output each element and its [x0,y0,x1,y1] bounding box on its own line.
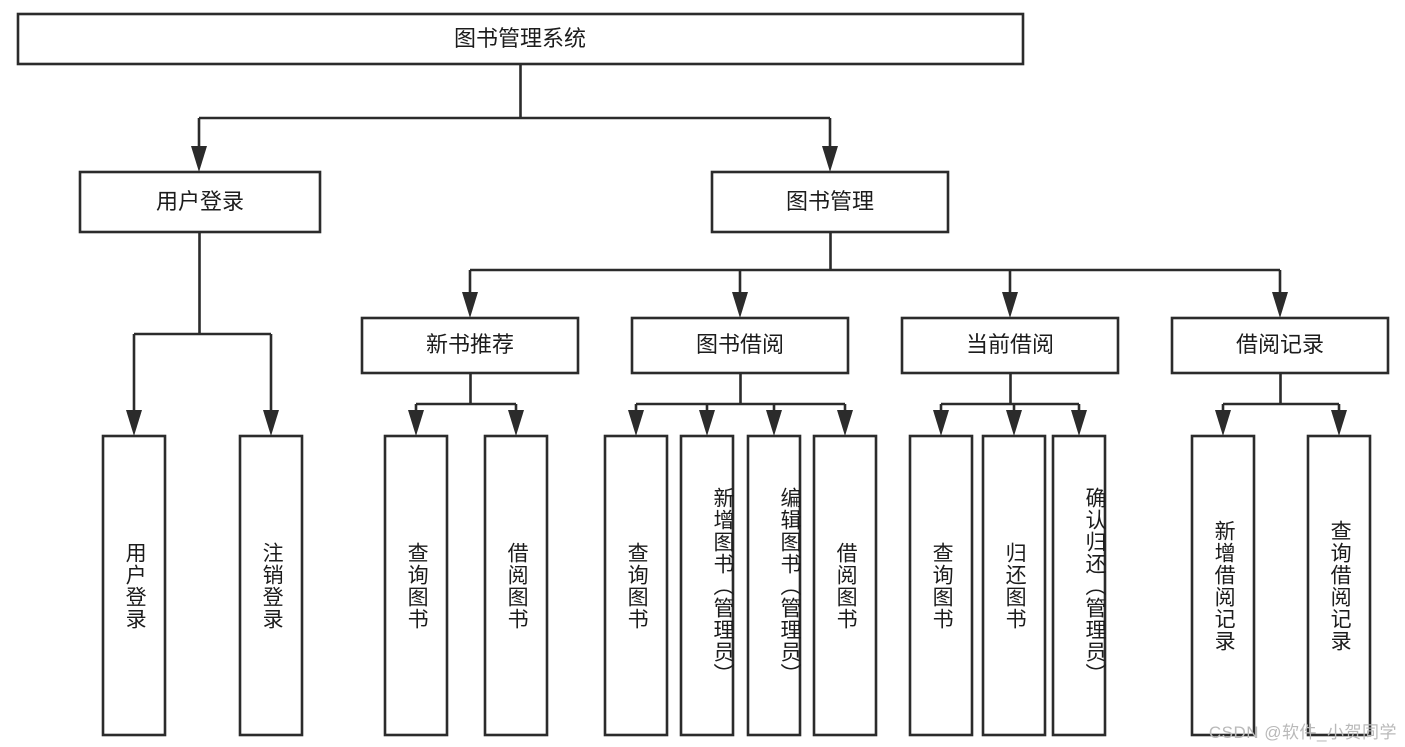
arrow-head-leaf-add-record [1215,410,1231,436]
node-leaf-borrow-book-2-box[interactable] [812,434,878,737]
arrow-head-leaf-confirm-return [1071,410,1087,436]
node-borrow-record-box[interactable] [1170,316,1390,375]
connector-group-new-book-recommend [408,373,524,436]
node-root[interactable]: 图书管理系统 [16,12,1025,66]
node-user-login[interactable]: 用户登录 [78,170,322,234]
connector-group-borrow-record [1215,373,1347,436]
node-book-management[interactable]: 图书管理 [710,170,950,234]
node-leaf-query-book-1-box[interactable] [383,434,449,737]
arrow-head-leaf-user-login [126,410,142,436]
arrow-head-user-login [191,146,207,172]
arrow-head-leaf-query-record [1331,410,1347,436]
leaf-boxes-group [101,434,1372,737]
node-new-book-recommend-label: 新书推荐 [426,332,514,357]
node-book-management-label: 图书管理 [786,189,874,214]
connector-group-book-borrow [628,373,853,436]
arrow-head-book-management [822,146,838,172]
arrow-head-leaf-edit-book [766,410,782,436]
node-leaf-query-book-2-box[interactable] [603,434,669,737]
node-book-management-box[interactable] [710,170,950,234]
node-root-label: 图书管理系统 [454,26,586,51]
arrow-head-leaf-query-book-1 [408,410,424,436]
arrow-head-leaf-query-book-2 [628,410,644,436]
node-current-borrow-label: 当前借阅 [966,332,1054,357]
node-book-borrow-box[interactable] [630,316,850,375]
node-leaf-return-book-box[interactable] [981,434,1047,737]
node-leaf-add-book-box[interactable] [679,434,735,737]
node-current-borrow-box[interactable] [900,316,1120,375]
arrow-head-leaf-borrow-book-2 [837,410,853,436]
arrow-head-book-borrow [732,292,748,318]
node-leaf-query-record-box[interactable] [1306,434,1372,737]
arrow-head-new-book-recommend [462,292,478,318]
node-new-book-recommend[interactable]: 新书推荐 [360,316,580,375]
connector-group-root [191,64,838,172]
node-leaf-add-record-box[interactable] [1190,434,1256,737]
node-leaf-query-book-3-box[interactable] [908,434,974,737]
node-leaf-edit-book-box[interactable] [746,434,802,737]
node-new-book-recommend-box[interactable] [360,316,580,375]
node-user-login-label: 用户登录 [156,189,244,214]
node-user-login-box[interactable] [78,170,322,234]
node-book-borrow-label: 图书借阅 [696,332,784,357]
connector-group-user-login [126,232,279,436]
arrow-head-leaf-logout [263,410,279,436]
arrow-head-leaf-borrow-book-1 [508,410,524,436]
arrow-head-leaf-add-book [699,410,715,436]
node-leaf-confirm-return-box[interactable] [1051,434,1107,737]
watermark-text: CSDN @软件_小贺同学 [1208,723,1397,742]
node-borrow-record-label: 借阅记录 [1236,332,1324,357]
node-book-borrow[interactable]: 图书借阅 [630,316,850,375]
node-leaf-logout-box[interactable] [238,434,304,737]
connector-group-book-management [462,232,1288,318]
node-leaf-borrow-book-1-box[interactable] [483,434,549,737]
arrow-head-leaf-query-book-3 [933,410,949,436]
arrow-head-borrow-record [1272,292,1288,318]
node-borrow-record[interactable]: 借阅记录 [1170,316,1390,375]
connector-group-current-borrow [933,373,1087,436]
node-leaf-user-login-box[interactable] [101,434,167,737]
arrow-head-current-borrow [1002,292,1018,318]
node-current-borrow[interactable]: 当前借阅 [900,316,1120,375]
node-root-box[interactable] [16,12,1025,66]
arrow-head-leaf-return-book [1006,410,1022,436]
